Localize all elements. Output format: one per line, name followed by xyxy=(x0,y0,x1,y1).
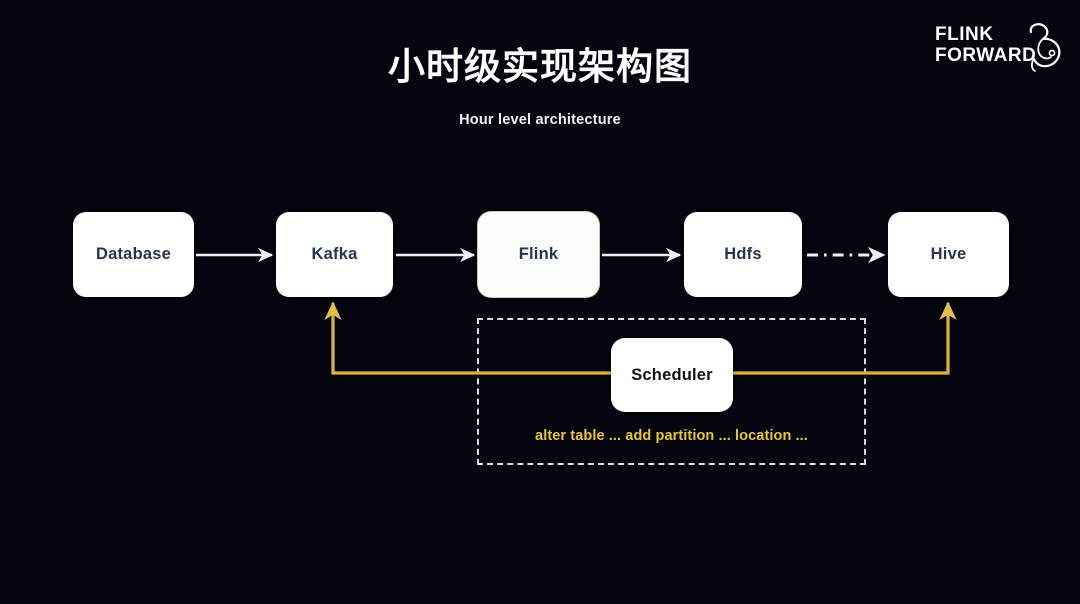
node-hive-label: Hive xyxy=(930,245,967,263)
node-kafka-label: Kafka xyxy=(311,245,358,263)
page-title: 小时级实现架构图 xyxy=(388,46,692,87)
node-hdfs-label: Hdfs xyxy=(724,245,762,263)
logo-wordmark: FLINK FORWARD xyxy=(935,24,1036,66)
scheduler-group-box xyxy=(477,318,866,465)
squirrel-icon xyxy=(1029,23,1061,72)
node-scheduler[interactable]: Scheduler xyxy=(611,338,733,412)
logo-line-2: FORWARD xyxy=(935,45,1037,66)
node-flink[interactable]: Flink xyxy=(478,212,599,297)
flink-forward-logo: FLINK FORWARD xyxy=(935,22,1065,78)
node-flink-label: Flink xyxy=(518,245,559,263)
node-scheduler-label: Scheduler xyxy=(631,365,713,384)
page-subtitle: Hour level architecture xyxy=(459,112,621,128)
node-hdfs[interactable]: Hdfs xyxy=(684,212,802,297)
logo-line-1: FLINK xyxy=(935,24,994,45)
node-hive[interactable]: Hive xyxy=(888,212,1009,297)
node-database-label: Database xyxy=(96,245,171,263)
sql-caption: alter table ... add partition ... locati… xyxy=(535,428,808,444)
node-kafka[interactable]: Kafka xyxy=(276,212,393,297)
node-database[interactable]: Database xyxy=(73,212,194,297)
